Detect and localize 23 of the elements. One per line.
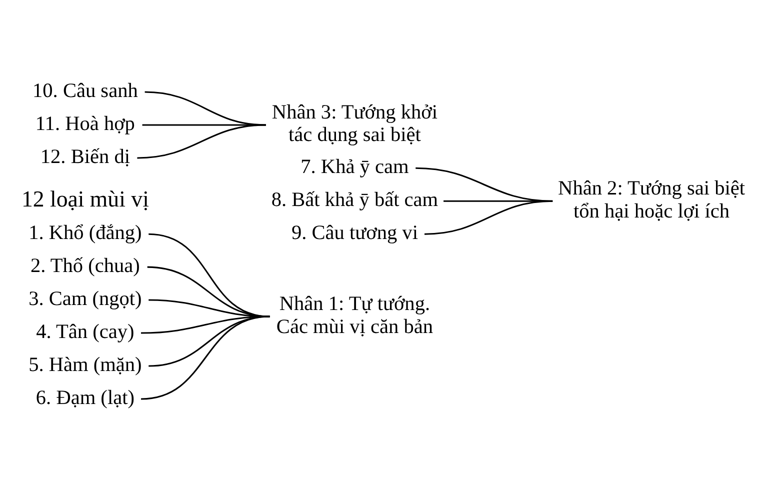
connector [140,316,270,400]
node-text: Nhân 1: Tự tướng. Các mùi vị căn bản [276,292,434,338]
node-text: 8. Bất khả ȳ bất cam [271,188,438,211]
node-text: 5. Hàm (mặn) [28,354,142,376]
connector [424,200,553,235]
node-text: 1. Khổ (đắng) [28,222,142,244]
node-text: 2. Thố (chua) [30,254,140,277]
node-text: Nhân 2: Tướng sai biệt tổn hại hoặc lợi ích [558,178,746,222]
node-text: 10. Câu sanh [32,80,138,102]
node-text: 9. Câu tương vi [291,222,418,244]
connector [142,124,266,126]
node-text: Nhân 3: Tướng khởi tác dụng sai biệt [272,101,438,146]
connector [147,266,270,318]
node-text: 11. Hoà hợp [35,112,135,135]
label: 12 loại mùi vị [21,186,149,212]
node-text: 6. Đạm (lạt) [36,386,134,409]
node-text: 12. Biến dị [40,146,130,168]
connector [148,299,270,318]
node-text: 3. Cam (ngọt) [28,288,142,310]
node-text: 7. Khả ȳ cam [300,156,409,178]
connector [148,233,270,318]
node-text: 4. Tân (cay) [36,320,134,343]
connector [137,124,266,159]
